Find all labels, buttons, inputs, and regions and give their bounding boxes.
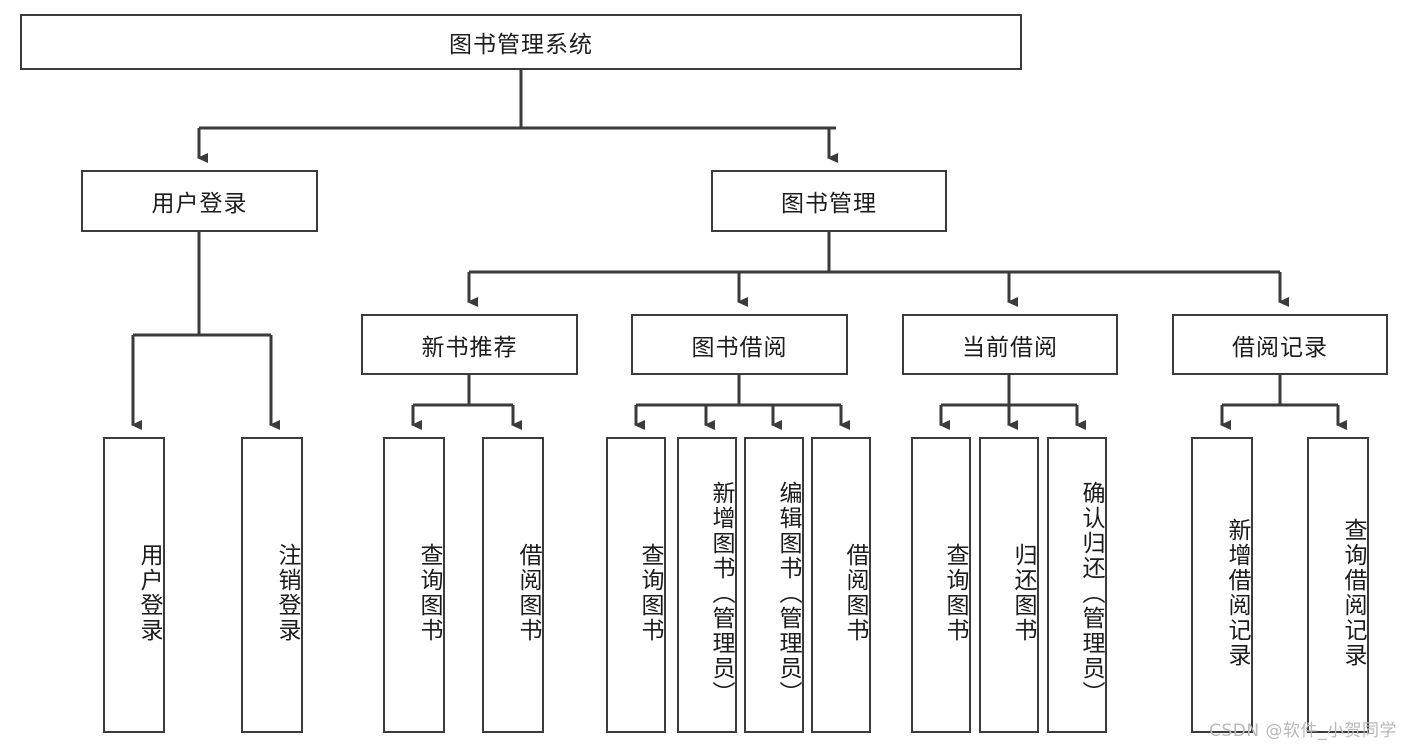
- node-label: 新书推荐: [421, 334, 518, 361]
- node-current-borrow[interactable]: 当前借阅: [902, 314, 1118, 375]
- watermark: CSDN @软件_小贺同学: [1209, 721, 1397, 741]
- node-book-borrow[interactable]: 图书借阅: [631, 314, 848, 375]
- node-label: 借阅记录: [1232, 334, 1328, 361]
- node-label: 查询借阅记录: [1340, 518, 1366, 668]
- node-label: 用户登录: [136, 543, 162, 643]
- node-label: 借阅图书: [515, 543, 541, 643]
- node-label: 查询图书: [942, 543, 968, 643]
- node-label: 查询图书: [416, 543, 442, 643]
- node-label: 新增图书（管理员）: [708, 480, 734, 706]
- node-label: 图书管理系统: [449, 32, 593, 58]
- leaf-query-borrow-record[interactable]: 查询借阅记录: [1307, 437, 1369, 733]
- node-user-login[interactable]: 用户登录: [81, 170, 318, 232]
- node-label: 图书借阅: [691, 334, 788, 361]
- leaf-return-book[interactable]: 归还图书: [979, 437, 1039, 733]
- node-root[interactable]: 图书管理系统: [20, 14, 1022, 70]
- node-new-book-recommend[interactable]: 新书推荐: [361, 314, 578, 375]
- leaf-logout[interactable]: 注销登录: [241, 437, 303, 733]
- node-label: 确认归还（管理员）: [1078, 480, 1104, 706]
- leaf-query-book-current[interactable]: 查询图书: [911, 437, 971, 733]
- leaf-query-book-borrow[interactable]: 查询图书: [606, 437, 666, 733]
- node-label: 图书管理: [781, 191, 877, 217]
- node-label: 查询图书: [637, 543, 663, 643]
- leaf-query-book-recommend[interactable]: 查询图书: [383, 437, 445, 733]
- leaf-user-login[interactable]: 用户登录: [103, 437, 165, 733]
- leaf-borrow-book[interactable]: 借阅图书: [811, 437, 871, 733]
- node-label: 新增借阅记录: [1224, 518, 1250, 668]
- node-label: 用户登录: [151, 191, 248, 217]
- node-label: 注销登录: [274, 543, 300, 643]
- node-borrow-record[interactable]: 借阅记录: [1172, 314, 1388, 375]
- leaf-add-borrow-record[interactable]: 新增借阅记录: [1191, 437, 1253, 733]
- node-book-management[interactable]: 图书管理: [711, 170, 947, 232]
- leaf-add-book-admin[interactable]: 新增图书（管理员）: [677, 437, 737, 733]
- leaf-edit-book-admin[interactable]: 编辑图书（管理员）: [744, 437, 804, 733]
- leaf-borrow-book-recommend[interactable]: 借阅图书: [482, 437, 544, 733]
- leaf-confirm-return-admin[interactable]: 确认归还（管理员）: [1047, 437, 1107, 733]
- node-label: 借阅图书: [842, 543, 868, 643]
- node-label: 归还图书: [1010, 543, 1036, 643]
- node-label: 当前借阅: [962, 334, 1058, 361]
- node-label: 编辑图书（管理员）: [775, 480, 801, 706]
